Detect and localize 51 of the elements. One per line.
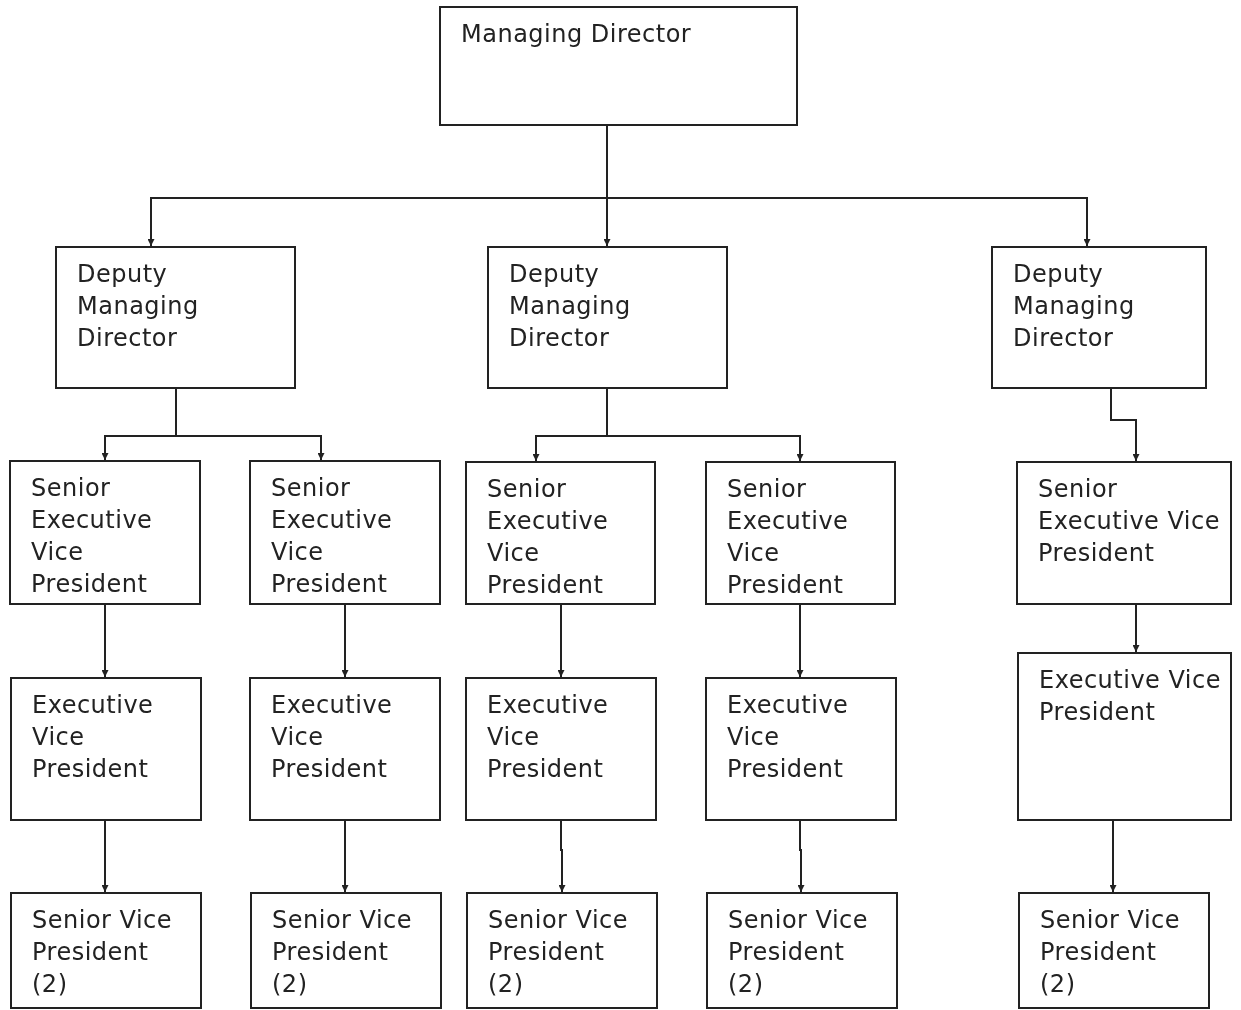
role-title: Senior Executive Vice President (271, 473, 394, 600)
role-title: Deputy Managing Director (509, 259, 632, 354)
role-box (465, 461, 656, 605)
role-box (1017, 652, 1232, 821)
role-box (10, 677, 202, 821)
role-title: Deputy Managing Director (1013, 259, 1136, 354)
connector-arrow (558, 820, 566, 893)
connector-arrow (341, 604, 349, 678)
role-title: Senior Vice President (2) (1040, 905, 1182, 1000)
connector-arrow (1132, 604, 1140, 653)
connector-arrow (1110, 388, 1140, 462)
connector-arrow (1109, 820, 1117, 893)
role-box (991, 246, 1207, 389)
role-title: Senior Vice President (2) (272, 905, 414, 1000)
role-box (705, 677, 897, 821)
role-box (249, 677, 441, 821)
role-box (487, 246, 728, 389)
role-title: Senior Executive Vice President (727, 474, 850, 601)
role-title: Managing Director (461, 19, 693, 50)
role-title: Deputy Managing Director (77, 259, 200, 354)
role-title: Senior Vice President (2) (32, 905, 174, 1000)
connector-arrow (341, 820, 349, 893)
role-box (1016, 461, 1232, 605)
role-box (706, 892, 898, 1009)
role-box (705, 461, 896, 605)
connector-arrow (796, 604, 804, 678)
role-title: Senior Vice President (2) (488, 905, 630, 1000)
role-title: Senior Executive Vice President (487, 474, 610, 601)
role-title: Executive Vice President (32, 690, 155, 785)
role-title: Senior Vice President (2) (728, 905, 870, 1000)
connector-arrow (797, 820, 805, 893)
role-box (1018, 892, 1210, 1009)
connector-arrow (606, 388, 804, 462)
role-box (439, 6, 798, 126)
role-box (250, 892, 442, 1009)
role-box (465, 677, 657, 821)
connector-arrow (557, 604, 565, 678)
connector-arrow (101, 604, 109, 678)
role-box (249, 460, 441, 605)
role-box (55, 246, 296, 389)
role-title: Senior Executive Vice President (31, 473, 154, 600)
connector-arrow (175, 388, 325, 461)
role-box (10, 892, 202, 1009)
role-title: Senior Executive Vice President (1038, 474, 1221, 569)
role-box (9, 460, 201, 605)
role-title: Executive Vice President (271, 690, 394, 785)
role-title: Executive Vice President (487, 690, 610, 785)
role-title: Executive Vice President (727, 690, 850, 785)
role-box (466, 892, 658, 1009)
role-title: Executive Vice President (1039, 665, 1222, 728)
connector-arrow (101, 820, 109, 893)
